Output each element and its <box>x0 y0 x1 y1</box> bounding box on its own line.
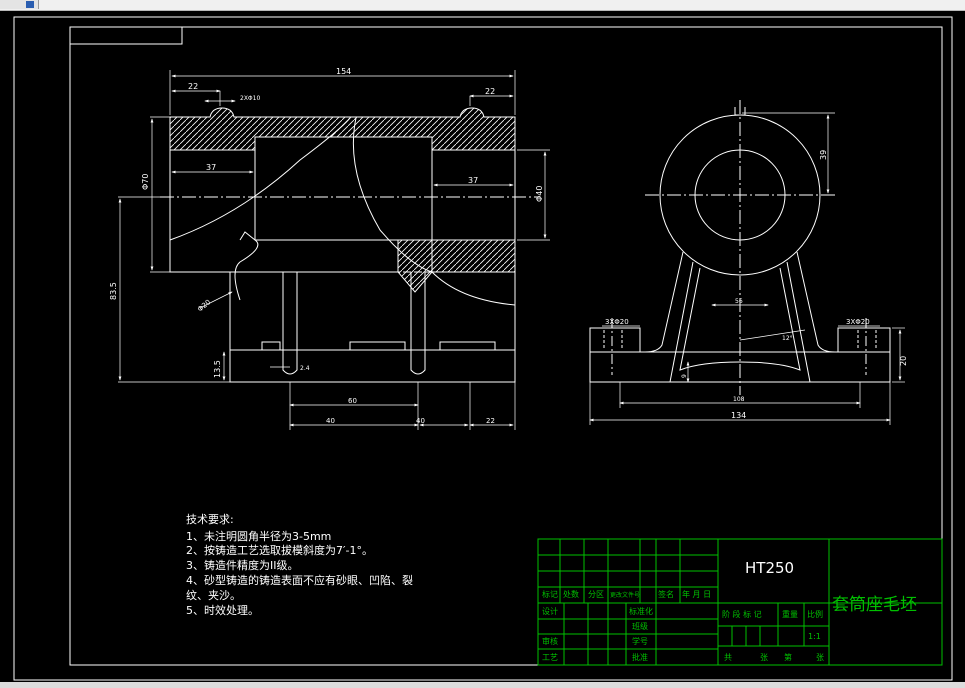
top-wall-section <box>169 107 516 151</box>
fillet-left <box>234 231 259 301</box>
toolbar-tab[interactable] <box>0 0 39 9</box>
dim-phi20: Φ20 <box>196 298 212 313</box>
dim-22-left: 22 <box>188 82 198 91</box>
label-approve: 批准 <box>632 652 648 662</box>
drawing-canvas[interactable]: 154 22 2XΦ10 22 37 37 Φ70 Φ40 83.5 13.5 … <box>0 11 965 682</box>
dim-37-right: 37 <box>468 176 478 185</box>
curve-right <box>352 117 516 306</box>
sheet-total-unit: 张 <box>760 653 768 662</box>
title-block <box>537 538 943 666</box>
tech-item-3: 3、铸造件精度为II级。 <box>186 558 299 572</box>
dim-phi70: Φ70 <box>141 174 150 190</box>
hdr-count: 处数 <box>563 589 579 599</box>
sheet-total: 共 <box>724 653 732 662</box>
rib-section <box>397 239 433 293</box>
bolt-slot-1 <box>282 272 298 375</box>
dim-12deg: 12° <box>782 335 793 342</box>
dim-40-left: 40 <box>326 417 335 425</box>
label-standard: 标准化 <box>629 606 653 616</box>
dim-39: 39 <box>819 150 828 160</box>
scale-value: 1:1 <box>808 632 821 641</box>
dim-phi40: Φ40 <box>535 186 544 202</box>
dim-20: 20 <box>899 356 908 366</box>
dim-154: 154 <box>336 67 351 76</box>
hdr-sign: 签名 <box>658 589 674 599</box>
hdr-date: 年 月 日 <box>682 589 711 599</box>
label-process: 工艺 <box>542 653 558 662</box>
tech-item-4: 4、砂型铸造的铸造表面不应有砂眼、凹陷、裂 <box>186 573 413 587</box>
front-view <box>160 107 540 383</box>
hdr-zone: 分区 <box>588 590 604 599</box>
lower-wall-section <box>431 239 516 273</box>
dim-83-5: 83.5 <box>109 282 118 300</box>
dim-60: 60 <box>348 397 357 405</box>
hdr-mark: 标记 <box>542 589 558 599</box>
corner-code-box <box>69 26 183 45</box>
title-block-text: 标记 处数 分区 更改文件号 签名 年 月 日 设计 审核 工艺 标准化 班级 … <box>542 589 917 662</box>
front-dim-labels: 154 22 2XΦ10 22 37 37 Φ70 Φ40 83.5 13.5 … <box>109 67 544 425</box>
inner-frame <box>69 26 943 666</box>
dim-9: 9 <box>681 374 688 378</box>
base-block <box>229 349 516 383</box>
curve-left <box>169 117 351 241</box>
app-icon <box>26 1 34 8</box>
tech-title: 技术要求: <box>186 513 234 526</box>
label-student-id: 学号 <box>632 636 648 646</box>
bore-outline <box>254 136 433 241</box>
tech-item-2: 2、按铸造工艺选取拔模斜度为7′-1°。 <box>186 543 373 557</box>
dim-22-right: 22 <box>485 87 495 96</box>
dim-40-right: 40 <box>416 417 425 425</box>
tech-item-5: 纹、夹沙。 <box>186 588 241 602</box>
label-scale: 比例 <box>807 609 823 619</box>
dim-56: 56 <box>735 298 743 305</box>
label-stage-mark: 阶 段 标 记 <box>722 609 762 619</box>
side-dimensions <box>589 112 905 425</box>
dim-37-left: 37 <box>206 163 216 172</box>
tech-item-6: 5、时效处理。 <box>186 603 259 617</box>
top-toolbar <box>0 0 965 11</box>
dim-3xphi20-left: 3XΦ20 <box>605 318 629 326</box>
label-weight: 重量 <box>782 609 798 619</box>
sheet-num-unit: 张 <box>816 653 824 662</box>
hdr-change-doc: 更改文件号 <box>610 591 640 599</box>
dim-134: 134 <box>731 411 746 420</box>
front-dimensions <box>118 70 550 430</box>
side-view <box>589 100 891 395</box>
cad-drawing: 154 22 2XΦ10 22 37 37 Φ70 Φ40 83.5 13.5 … <box>13 16 953 681</box>
label-design: 设计 <box>542 606 558 616</box>
dim-22-bottom: 22 <box>486 417 495 425</box>
dim-108: 108 <box>733 396 745 403</box>
body-right-edge <box>432 150 516 241</box>
material-label: HT250 <box>745 559 794 577</box>
tech-requirements: 技术要求: 1、未注明圆角半径为3-5mm 2、按铸造工艺选取拔模斜度为7′-1… <box>186 513 413 617</box>
body-left-edge <box>169 150 230 273</box>
dim-2-4: 2.4 <box>300 365 310 372</box>
bolt-slot-2 <box>410 272 426 375</box>
outer-frame <box>13 16 953 681</box>
dim-2xphi10: 2XΦ10 <box>240 95 260 102</box>
side-dim-labels: 39 3XΦ20 3XΦ20 56 12° 9 20 108 134 <box>605 150 908 420</box>
bottom-scrollbar[interactable] <box>0 682 965 688</box>
dim-13-5: 13.5 <box>213 360 222 378</box>
label-review: 审核 <box>542 636 558 646</box>
base-plate-top <box>229 272 516 351</box>
label-class: 班级 <box>632 621 648 631</box>
dim-3xphi20-right: 3XΦ20 <box>846 318 870 326</box>
tech-item-1: 1、未注明圆角半径为3-5mm <box>186 529 331 543</box>
sheet-num: 第 <box>784 652 792 662</box>
part-name: 套筒座毛坯 <box>832 595 917 615</box>
